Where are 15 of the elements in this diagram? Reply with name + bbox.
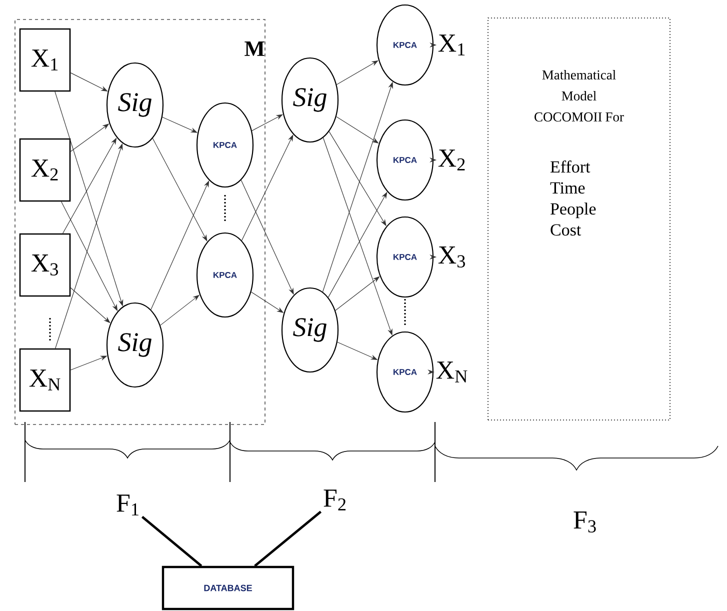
connector-line <box>141 516 202 567</box>
output-label: X$_{N}$ <box>436 362 468 382</box>
stage-label: F$_{3}$ <box>574 512 596 532</box>
input-box: X$_{3}$ <box>19 233 71 297</box>
input-box: X$_{2}$ <box>19 138 71 202</box>
stage-label: F$_{1}$ <box>116 494 138 516</box>
output-label: X$_{2}$ <box>438 150 465 170</box>
model-box: Mathematical Model COCOMOII For Effort Time People Cost <box>488 18 670 420</box>
output-label: X$_{1}$ <box>438 34 465 56</box>
output-label: X$_{3}$ <box>438 246 465 268</box>
input-box: X$_{N}$ <box>19 348 71 412</box>
database-box: DATABASE <box>162 566 294 610</box>
connector-line <box>254 510 322 567</box>
input-box: X$_{1}$ <box>19 28 71 92</box>
stage-label: F$_{2}$ <box>324 490 346 510</box>
